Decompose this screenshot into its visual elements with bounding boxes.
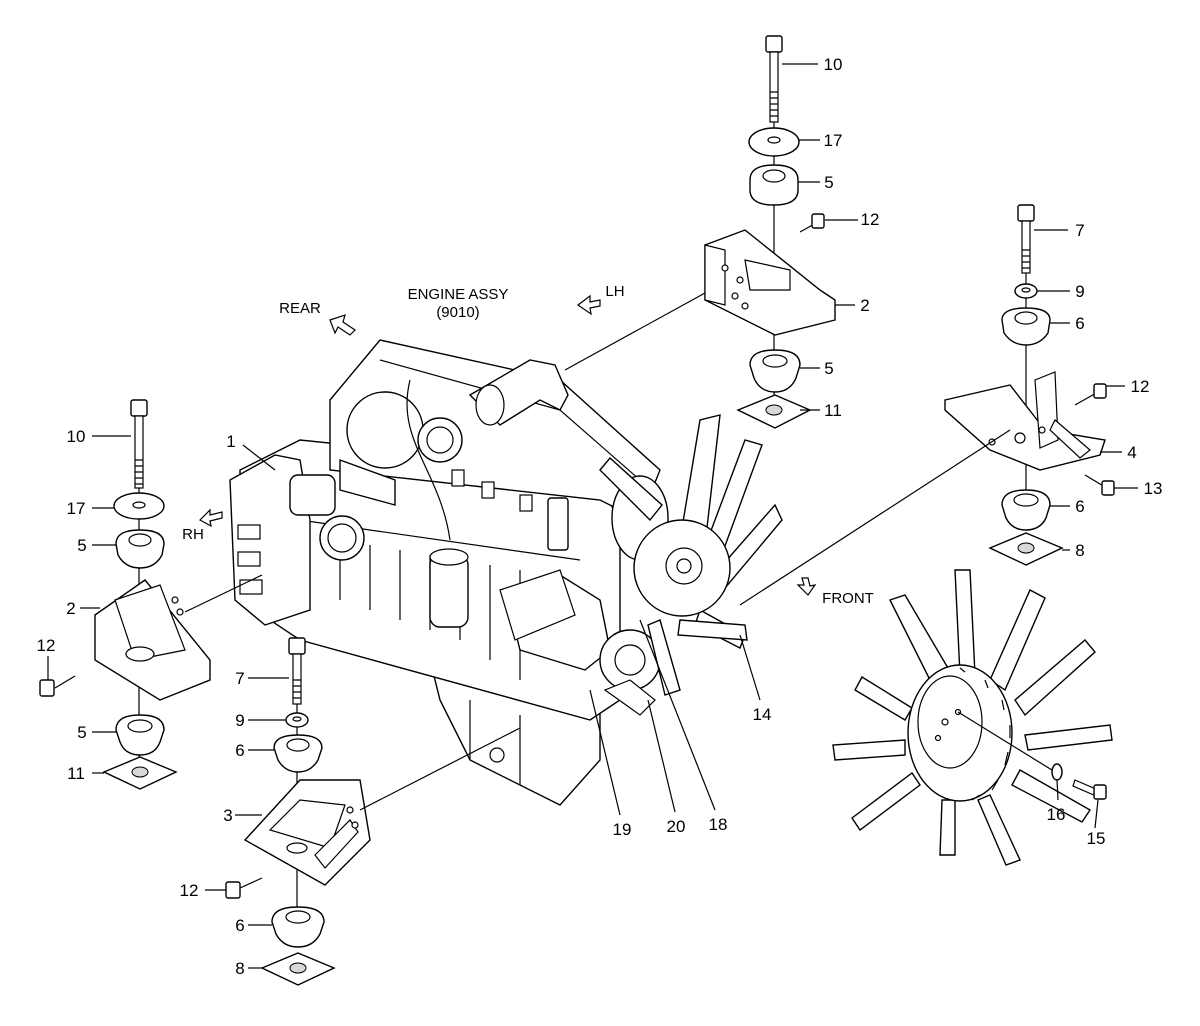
callout-6-center-lower: 6 (235, 916, 244, 935)
callout-12-top: 12 (861, 210, 880, 229)
callout-5-left-lower: 5 (77, 723, 86, 742)
rear-rh-mount-stack (39, 399, 263, 790)
callout-17-left: 17 (67, 499, 86, 518)
callout-6-center-upper: 6 (235, 741, 244, 760)
callout-8-right: 8 (1075, 541, 1084, 560)
callout-6-right-lower: 6 (1075, 497, 1084, 516)
callout-13: 13 (1144, 479, 1163, 498)
callout-5-top: 5 (824, 173, 833, 192)
front-lh-mount-stack (739, 204, 1115, 606)
callout-12-right: 12 (1131, 377, 1150, 396)
callout-10-left: 10 (67, 427, 86, 446)
callout-16: 16 (1047, 805, 1066, 824)
callout-10-top: 10 (824, 55, 843, 74)
engine-assy-ref-caption: (9010) (436, 304, 479, 321)
engine-fan-illustration (599, 414, 783, 696)
callout-7-center: 7 (235, 669, 244, 688)
cooling-fan-assembly (832, 569, 1113, 866)
callout-7-right: 7 (1075, 221, 1084, 240)
lh-arrow-icon (576, 294, 601, 316)
callout-5-mid: 5 (824, 359, 833, 378)
callout-15: 15 (1087, 829, 1106, 848)
engine-assembly-illustration (229, 339, 669, 806)
lh-direction-label: LH (605, 283, 624, 300)
rh-arrow-icon (199, 508, 223, 528)
rh-direction-label: RH (182, 526, 204, 543)
front-rh-mount-stack (225, 637, 521, 986)
callout-19: 19 (613, 820, 632, 839)
callout-9-right: 9 (1075, 282, 1084, 301)
rear-arrow-icon (329, 314, 356, 336)
callout-14: 14 (753, 705, 772, 724)
front-direction-label: FRONT (822, 590, 874, 607)
callout-1: 1 (226, 432, 235, 451)
rear-lh-mount-stack (564, 35, 836, 429)
callout-12-center: 12 (180, 881, 199, 900)
callout-17-top: 17 (824, 131, 843, 150)
callout-9-center: 9 (235, 711, 244, 730)
callout-18: 18 (709, 815, 728, 834)
callout-20: 20 (667, 817, 686, 836)
callout-11-right: 11 (824, 401, 842, 420)
callout-12-left: 12 (37, 636, 56, 655)
callout-8-center: 8 (235, 959, 244, 978)
callout-4: 4 (1127, 443, 1136, 462)
callout-5-left-upper: 5 (77, 536, 86, 555)
callout-leader-lines (47, 63, 1138, 969)
callout-3: 3 (223, 806, 232, 825)
front-arrow-icon (796, 577, 817, 596)
callout-11-left: 11 (67, 764, 85, 783)
callout-2-left: 2 (66, 599, 75, 618)
engine-assy-caption: ENGINE ASSY (408, 286, 509, 303)
rear-direction-label: REAR (279, 300, 321, 317)
callout-6-right-upper: 6 (1075, 314, 1084, 333)
callout-2-right: 2 (860, 296, 869, 315)
